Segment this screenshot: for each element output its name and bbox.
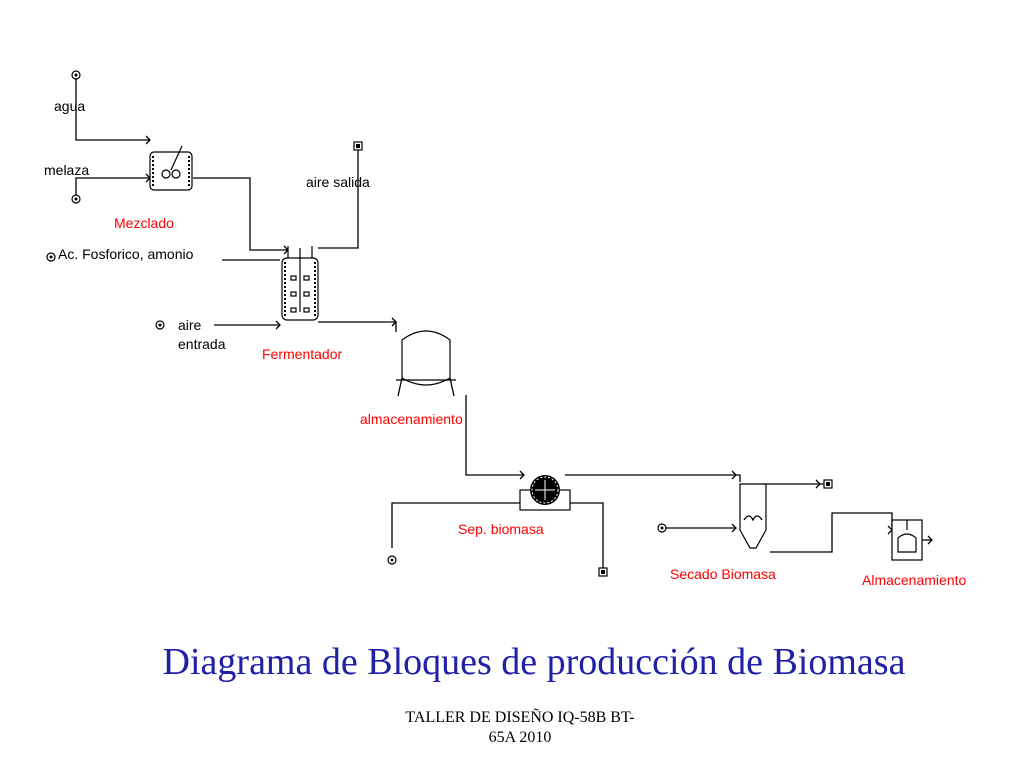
process-flow-diagram: agua melaza aire salida Ac. Fosforico, a… [44,70,966,588]
secado-air-feed-icon [657,523,667,533]
secado-top-sink-icon [823,479,833,489]
fermentador-unit-icon [281,246,319,321]
aire-salida-sink-icon [353,141,363,151]
footer-text: TALLER DE DISEÑO IQ-58B BT- 65A 2010 [405,709,635,746]
unit-label-almacenamiento: almacenamiento [360,411,463,427]
flow-lines [75,78,893,568]
sep-bottom-sink-icon [598,567,608,577]
unit-label-sep-biomasa: Sep. biomasa [458,521,544,537]
unit-label-secado: Secado Biomasa [670,566,776,582]
page-title: Diagrama de Bloques de producción de Bio… [162,641,906,683]
stream-label-aire-salida: aire salida [306,174,370,190]
sep-biomasa-unit-icon [519,475,571,511]
stream-terminals [46,70,833,577]
agua-feed-icon [71,70,81,80]
stream-label-agua: agua [54,98,85,114]
unit-label-mezclado: Mezclado [114,215,174,231]
sep-left-feed-icon [387,555,397,565]
acido-feed-icon [46,252,56,262]
melaza-feed-icon [71,194,81,204]
unit-label-fermentador: Fermentador [262,346,342,362]
stream-label-aire: aire [178,317,202,333]
secado-unit-icon [739,483,767,549]
unit-label-almacenamiento-final: Almacenamiento [862,572,966,588]
stream-label-entrada: entrada [178,336,226,352]
stream-label-acido: Ac. Fosforico, amonio [58,246,194,262]
almacenamiento-final-icon [891,519,933,561]
almacenamiento-tank-icon [396,330,456,397]
mezclado-unit-icon [149,145,193,191]
stream-label-melaza: melaza [44,162,89,178]
aire-entrada-feed-icon [155,320,165,330]
